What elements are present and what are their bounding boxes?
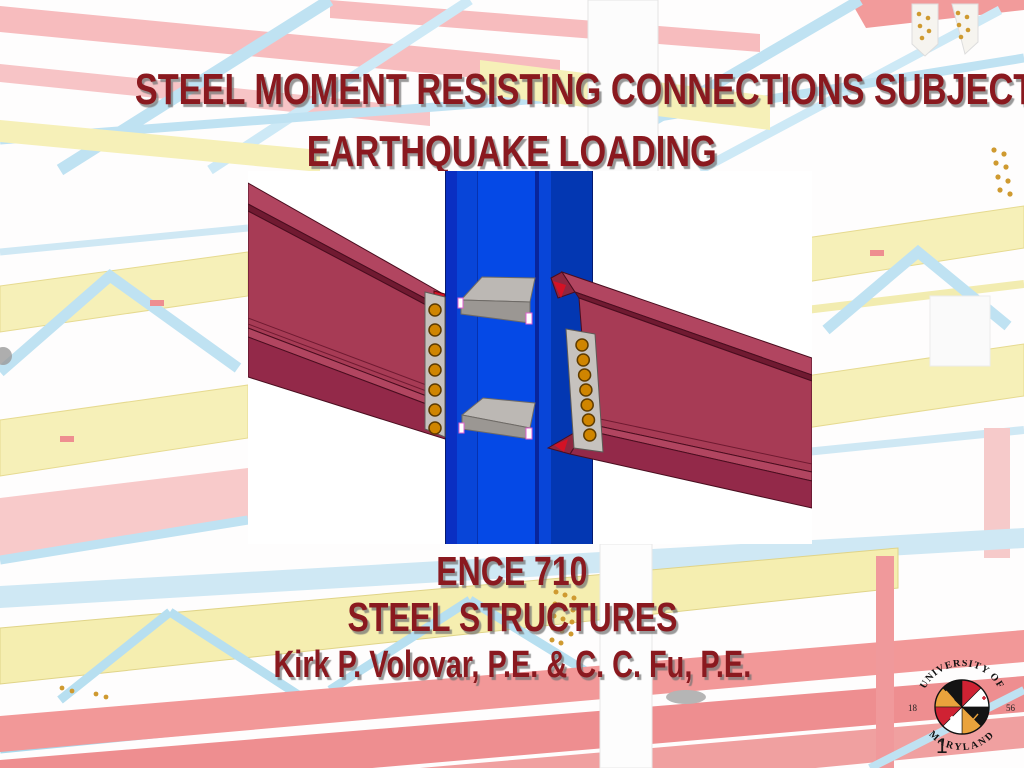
slide-title-line1: STEEL MOMENT RESISTING CONNECTIONS SUBJE… [134,65,1024,114]
umd-globe [934,679,990,735]
bolt-dots [59,589,577,700]
course-code: ENCE 710 [436,548,588,594]
page-number: 1 [936,735,948,758]
background-top-band [0,0,1024,197]
right-beam [546,271,813,509]
right-shear-tab [565,328,604,453]
umd-year-left: 18 [908,703,918,713]
background-right-band [805,205,1024,558]
weld-bevel [554,439,568,452]
weld-bevel [553,281,566,298]
moment-connection-figure [247,171,813,544]
continuity-plate-bottom [458,397,536,440]
authors: Kirk P. Volovar, P.E. & C. C. Fu, P.E. [273,644,751,686]
right-bolts [575,338,597,442]
slide-title: STEEL MOMENT RESISTING CONNECTIONS SUBJE… [0,64,1024,188]
left-bolts [428,303,442,435]
background-bottom-band [0,528,1024,768]
umd-logo: UNIVERSITY OF MARYLAND 18 56 [908,660,1016,753]
left-shear-tab [424,291,446,438]
bolt-dots [916,10,1013,197]
moment-connection-render [247,171,813,544]
course-title: STEEL STRUCTURES [347,594,677,640]
column [445,171,593,544]
umd-year-right: 56 [1006,703,1016,713]
background-left-band [0,224,249,565]
left-beam [247,182,446,440]
slide-title-line2: EARTHQUAKE LOADING [307,127,717,176]
slide-footer: ENCE 710 STEEL STRUCTURES Kirk P. Volova… [0,548,1024,690]
continuity-plate-top [457,276,536,325]
